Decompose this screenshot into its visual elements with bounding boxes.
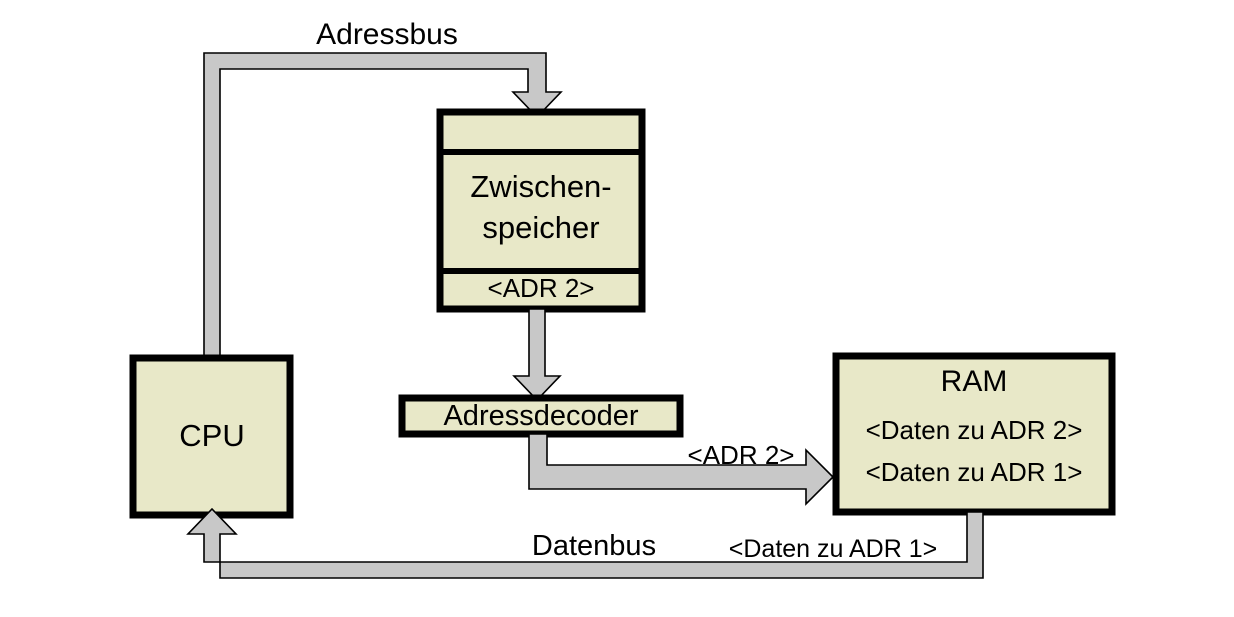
ram-row-0: <Daten zu ADR 2> (865, 415, 1083, 445)
zwischenspeicher-line2: speicher (482, 210, 600, 245)
zwischenspeicher-box[interactable] (436, 108, 646, 313)
datenbus-path (186, 507, 984, 579)
datenbus-label: Datenbus (531, 530, 657, 562)
ram-title: RAM (940, 365, 1008, 398)
cpu-label: CPU (179, 418, 245, 453)
ram-row-1: <Daten zu ADR 1> (865, 457, 1083, 487)
zwischenspeicher-line1: Zwischen- (470, 169, 612, 204)
adressbus-label: Adressbus (316, 18, 458, 51)
decoder-to-ram-arrow (528, 433, 835, 506)
decoder-to-ram-label: <ADR 2> (687, 440, 795, 470)
adressdecoder-box[interactable] (398, 394, 684, 438)
ram-box[interactable] (832, 352, 1116, 516)
zwischenspeicher-adr-label: <ADR 2> (487, 273, 595, 303)
datenbus-payload-label: <Daten zu ADR 1> (728, 535, 938, 563)
zwischenspeicher-to-decoder-arrow (512, 308, 562, 402)
adressdecoder-label: Adressdecoder (443, 400, 639, 432)
adressbus-path (203, 52, 563, 359)
